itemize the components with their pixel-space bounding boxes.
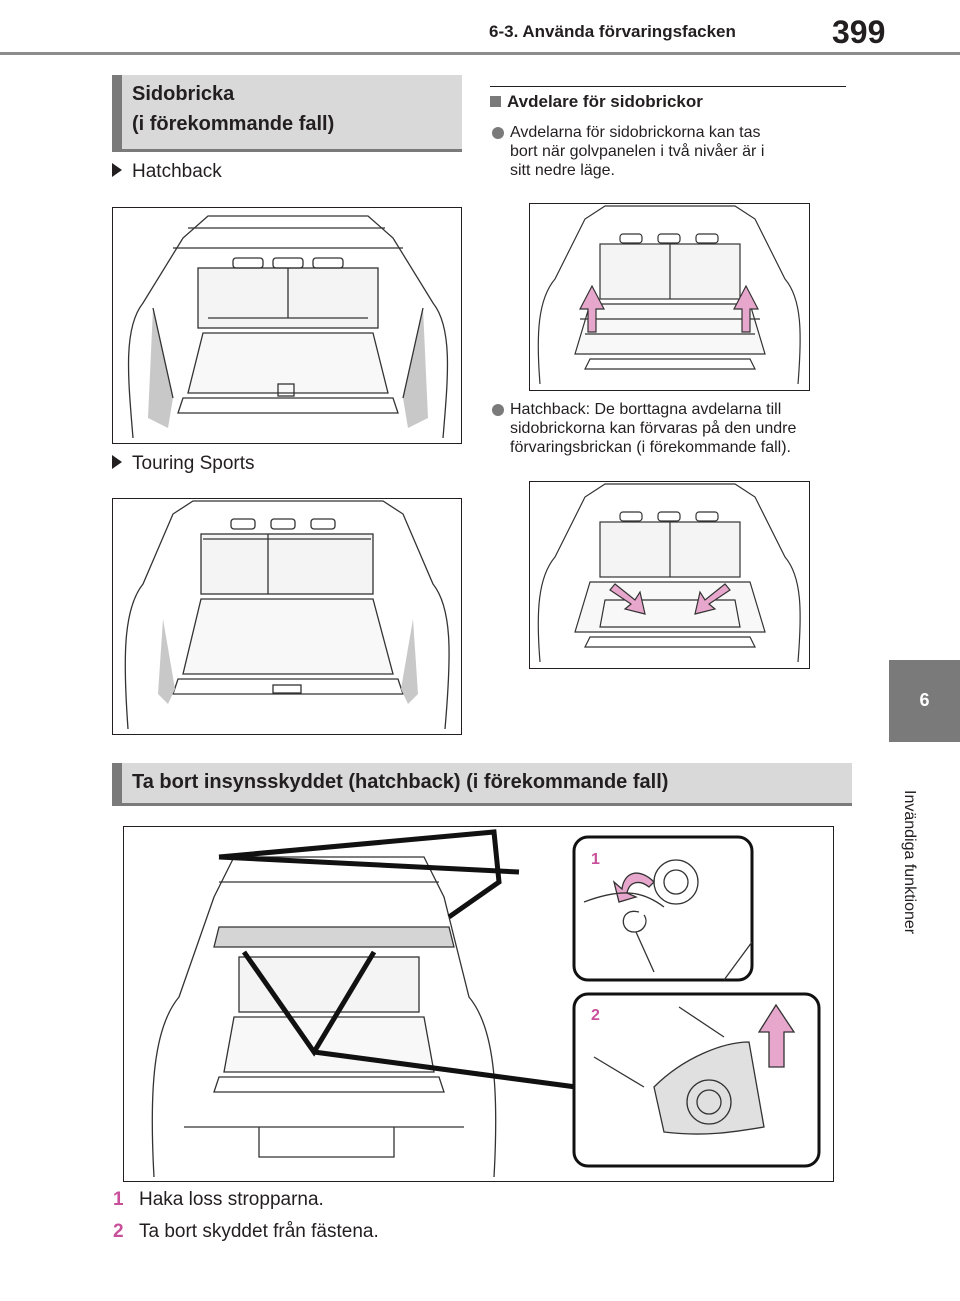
dividers-heading: Avdelare för sidobrickor xyxy=(490,92,703,112)
dividers-bullet1: Avdelarna för sidobrickorna kan tas bort… xyxy=(492,123,852,180)
touring-sports-label: Touring Sports xyxy=(112,453,255,475)
callout-2: 2 xyxy=(591,1007,600,1024)
step-text: Ta bort skyddet från fästena. xyxy=(139,1221,379,1242)
dividers-storage-figure xyxy=(529,481,810,669)
step-text: Haka loss stropparna. xyxy=(139,1189,324,1210)
header-section-title: 6-3. Använda förvaringsfacken xyxy=(489,22,736,41)
header-rule xyxy=(0,52,960,55)
page-number: 399 xyxy=(832,14,886,50)
step-number: 1 xyxy=(113,1189,124,1210)
section-insynsskydd-title: Ta bort insynsskyddet (hatchback) (i för… xyxy=(132,771,669,793)
touring-trunk-figure xyxy=(112,498,462,735)
square-bullet-icon xyxy=(490,96,501,107)
tonneau-cover-figure: 1 2 xyxy=(123,826,834,1182)
section-title-line1: Sidobricka xyxy=(132,83,235,105)
chapter-label: Invändiga funktioner xyxy=(888,780,928,980)
triangle-icon xyxy=(112,455,122,469)
section-sidebricka-header: Sidobricka (i förekommande fall) xyxy=(112,75,462,152)
dividers-rule xyxy=(490,86,846,87)
hatchback-label: Hatchback xyxy=(112,161,222,183)
step-number: 2 xyxy=(113,1221,124,1242)
hatchback-trunk-figure xyxy=(112,207,462,444)
section-sidebricka-title: Sidobricka (i förekommande fall) xyxy=(122,75,462,139)
step-1: 1 Haka loss stropparna. xyxy=(113,1189,324,1211)
chapter-number: 6 xyxy=(919,690,930,710)
callout-1: 1 xyxy=(591,851,600,868)
chapter-tab xyxy=(889,660,960,742)
triangle-icon xyxy=(112,163,122,177)
step-2: 2 Ta bort skyddet från fästena. xyxy=(113,1221,379,1243)
dividers-bullet2: Hatchback: De borttagna avdelarna till s… xyxy=(492,400,852,457)
round-bullet-icon xyxy=(492,127,504,139)
chapter-label-text: Invändiga funktioner xyxy=(901,790,918,935)
section-title-line2: (i förekommande fall) xyxy=(132,113,335,135)
section-insynsskydd-header: Ta bort insynsskyddet (hatchback) (i för… xyxy=(112,763,852,806)
dividers-removal-figure xyxy=(529,203,810,391)
round-bullet-icon xyxy=(492,404,504,416)
